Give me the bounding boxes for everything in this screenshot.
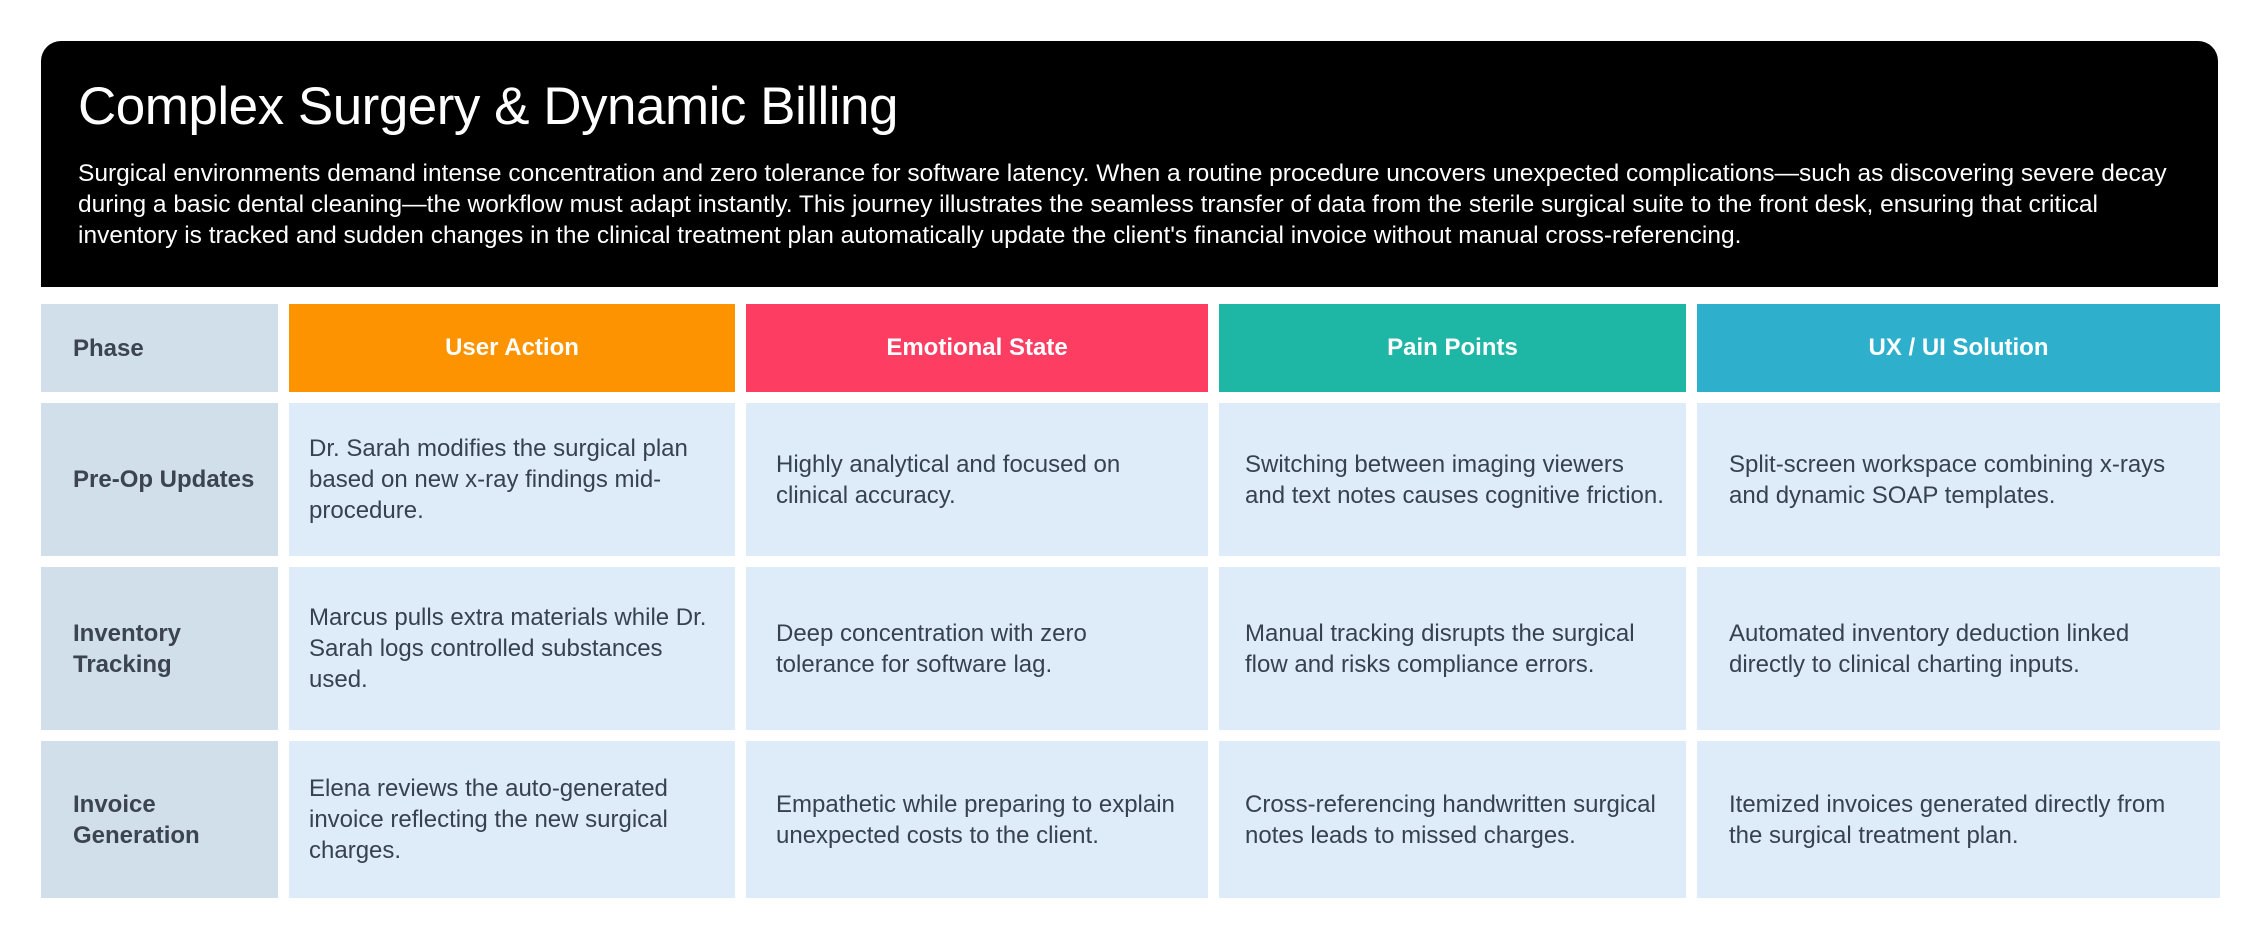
page-description: Surgical environments demand intense con…: [78, 159, 2167, 249]
journey-table: Phase User Action Emotional State Pain P…: [41, 304, 2220, 898]
column-header-user-action: User Action: [289, 304, 735, 392]
column-header-pain-points: Pain Points: [1219, 304, 1686, 392]
column-header-emotional-state: Emotional State: [746, 304, 1208, 392]
row-user-action: Dr. Sarah modifies the surgical plan bas…: [289, 403, 735, 556]
row-ux-ui-solution: Automated inventory deduction linked dir…: [1697, 567, 2220, 730]
column-header-phase: Phase: [41, 304, 278, 392]
row-emotional-state: Deep concentration with zero tolerance f…: [746, 567, 1208, 730]
row-pain-points: Switching between imaging viewers and te…: [1219, 403, 1686, 556]
row-ux-ui-solution: Itemized invoices generated directly fro…: [1697, 741, 2220, 898]
row-ux-ui-solution: Split-screen workspace combining x-rays …: [1697, 403, 2220, 556]
row-pain-points: Cross-referencing handwritten surgical n…: [1219, 741, 1686, 898]
row-user-action: Marcus pulls extra materials while Dr. S…: [289, 567, 735, 730]
column-header-ux-ui-solution: UX / UI Solution: [1697, 304, 2220, 392]
row-phase: Invoice Generation: [41, 741, 278, 898]
page-title: Complex Surgery & Dynamic Billing: [78, 77, 899, 136]
row-phase: Inventory Tracking: [41, 567, 278, 730]
row-user-action: Elena reviews the auto-generated invoice…: [289, 741, 735, 898]
header-banner: Complex Surgery & Dynamic Billing Surgic…: [41, 41, 2218, 287]
row-emotional-state: Highly analytical and focused on clinica…: [746, 403, 1208, 556]
row-phase: Pre-Op Updates: [41, 403, 278, 556]
row-emotional-state: Empathetic while preparing to explain un…: [746, 741, 1208, 898]
row-pain-points: Manual tracking disrupts the surgical fl…: [1219, 567, 1686, 730]
